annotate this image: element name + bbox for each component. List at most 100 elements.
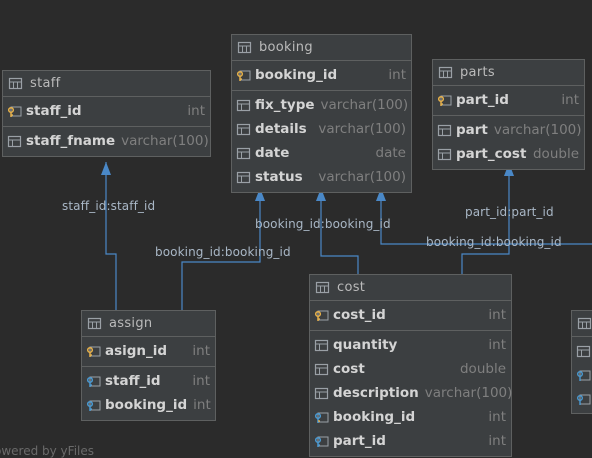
edge-cost-parts[interactable] <box>461 163 510 274</box>
partial-table-header <box>572 311 592 337</box>
column-icon <box>236 123 251 135</box>
table-header[interactable]: cost <box>310 275 511 301</box>
column-row-date[interactable]: date date <box>232 141 411 165</box>
primary-key-icon <box>86 346 101 357</box>
column-name: part_cost <box>456 146 527 162</box>
column-name: description <box>333 385 419 401</box>
column-name: cost_id <box>333 307 386 323</box>
column-name: part <box>456 122 488 138</box>
column-row-staff_fname[interactable]: staff_fname varchar(100) <box>3 129 210 153</box>
primary-key-icon <box>437 95 452 106</box>
column-name: staff_fname <box>26 133 116 149</box>
foreign-key-icon <box>314 436 329 447</box>
column-icon <box>236 99 251 111</box>
edge-assign-booking[interactable] <box>181 188 261 310</box>
table-title: staff <box>30 76 61 91</box>
column-icon <box>437 124 452 136</box>
primary-foreign-key-icon <box>314 412 329 423</box>
arrowhead-staff <box>101 162 111 175</box>
foreign-key-icon <box>86 400 101 411</box>
foreign-key-icon <box>86 376 101 387</box>
column-type: varchar(100) <box>318 121 406 137</box>
column-type: varchar(100) <box>493 122 582 138</box>
column-row-cost_id[interactable]: cost_id int <box>310 303 511 327</box>
column-name: staff_id <box>105 373 161 389</box>
table-icon <box>438 66 453 79</box>
column-type: int <box>561 92 579 108</box>
column-icon <box>314 387 329 399</box>
column-row-part_cost[interactable]: part_cost double <box>433 142 584 166</box>
column-type: varchar(100) <box>121 133 209 149</box>
column-type: varchar(100) <box>318 169 406 185</box>
column-type: double <box>532 146 579 162</box>
column-name: quantity <box>333 337 398 353</box>
column-type: int <box>488 409 506 425</box>
primary-key-icon <box>236 70 251 81</box>
column-icon <box>576 345 591 357</box>
column-type: int <box>488 307 506 323</box>
column-name: booking_id <box>255 67 338 83</box>
column-type: int <box>187 103 205 119</box>
column-type: int <box>388 67 406 83</box>
table-header[interactable]: booking <box>232 35 411 61</box>
table-icon <box>237 41 252 54</box>
table-title: parts <box>460 65 495 80</box>
column-row-part_id[interactable]: part_id int <box>433 88 584 112</box>
column-name: part_id <box>456 92 509 108</box>
column-row-part[interactable]: part varchar(100) <box>433 118 584 142</box>
edge-cost-booking[interactable] <box>320 188 359 274</box>
column-name: fix_type <box>255 97 315 113</box>
table-partial-offscreen[interactable] <box>571 310 592 414</box>
edge-assign-staff[interactable] <box>105 162 117 310</box>
arrowhead-booking-3 <box>376 188 386 201</box>
table-icon <box>315 281 330 294</box>
column-type: int <box>488 433 506 449</box>
edge-label-assign-booking: booking_id:booking_id <box>155 245 291 259</box>
columns-section: staff_fname varchar(100) <box>3 127 210 156</box>
table-header[interactable]: assign <box>82 311 215 337</box>
column-name: date <box>255 145 290 161</box>
column-type: int <box>192 343 210 359</box>
key-section: cost_id int <box>310 301 511 331</box>
partial-row <box>572 363 592 387</box>
table-icon <box>87 317 102 330</box>
table-parts[interactable]: parts part_id int part varchar(100) part_cost… <box>432 59 585 170</box>
foreign-key-icon <box>577 370 591 381</box>
table-header[interactable]: parts <box>433 60 584 86</box>
column-row-details[interactable]: details varchar(100) <box>232 117 411 141</box>
partial-row <box>572 387 592 411</box>
column-name: part_id <box>333 433 386 449</box>
column-icon <box>314 363 329 375</box>
watermark: owered by yFiles <box>0 444 94 458</box>
column-type: date <box>375 145 406 161</box>
foreign-key-icon <box>577 394 591 405</box>
column-name: details <box>255 121 307 137</box>
column-row-booking_id[interactable]: booking_id int <box>232 63 411 87</box>
column-icon <box>236 147 251 159</box>
edge-label-cost-booking: booking_id:booking_id <box>255 217 391 231</box>
table-title: cost <box>337 280 366 295</box>
table-header[interactable]: staff <box>3 71 210 97</box>
edge-label-assign-staff: staff_id:staff_id <box>62 199 156 213</box>
arrowhead-booking-2 <box>316 188 326 201</box>
edge-other-booking[interactable] <box>380 188 592 245</box>
column-type: int <box>193 397 211 413</box>
column-row-part_id[interactable]: part_id int <box>310 429 511 453</box>
